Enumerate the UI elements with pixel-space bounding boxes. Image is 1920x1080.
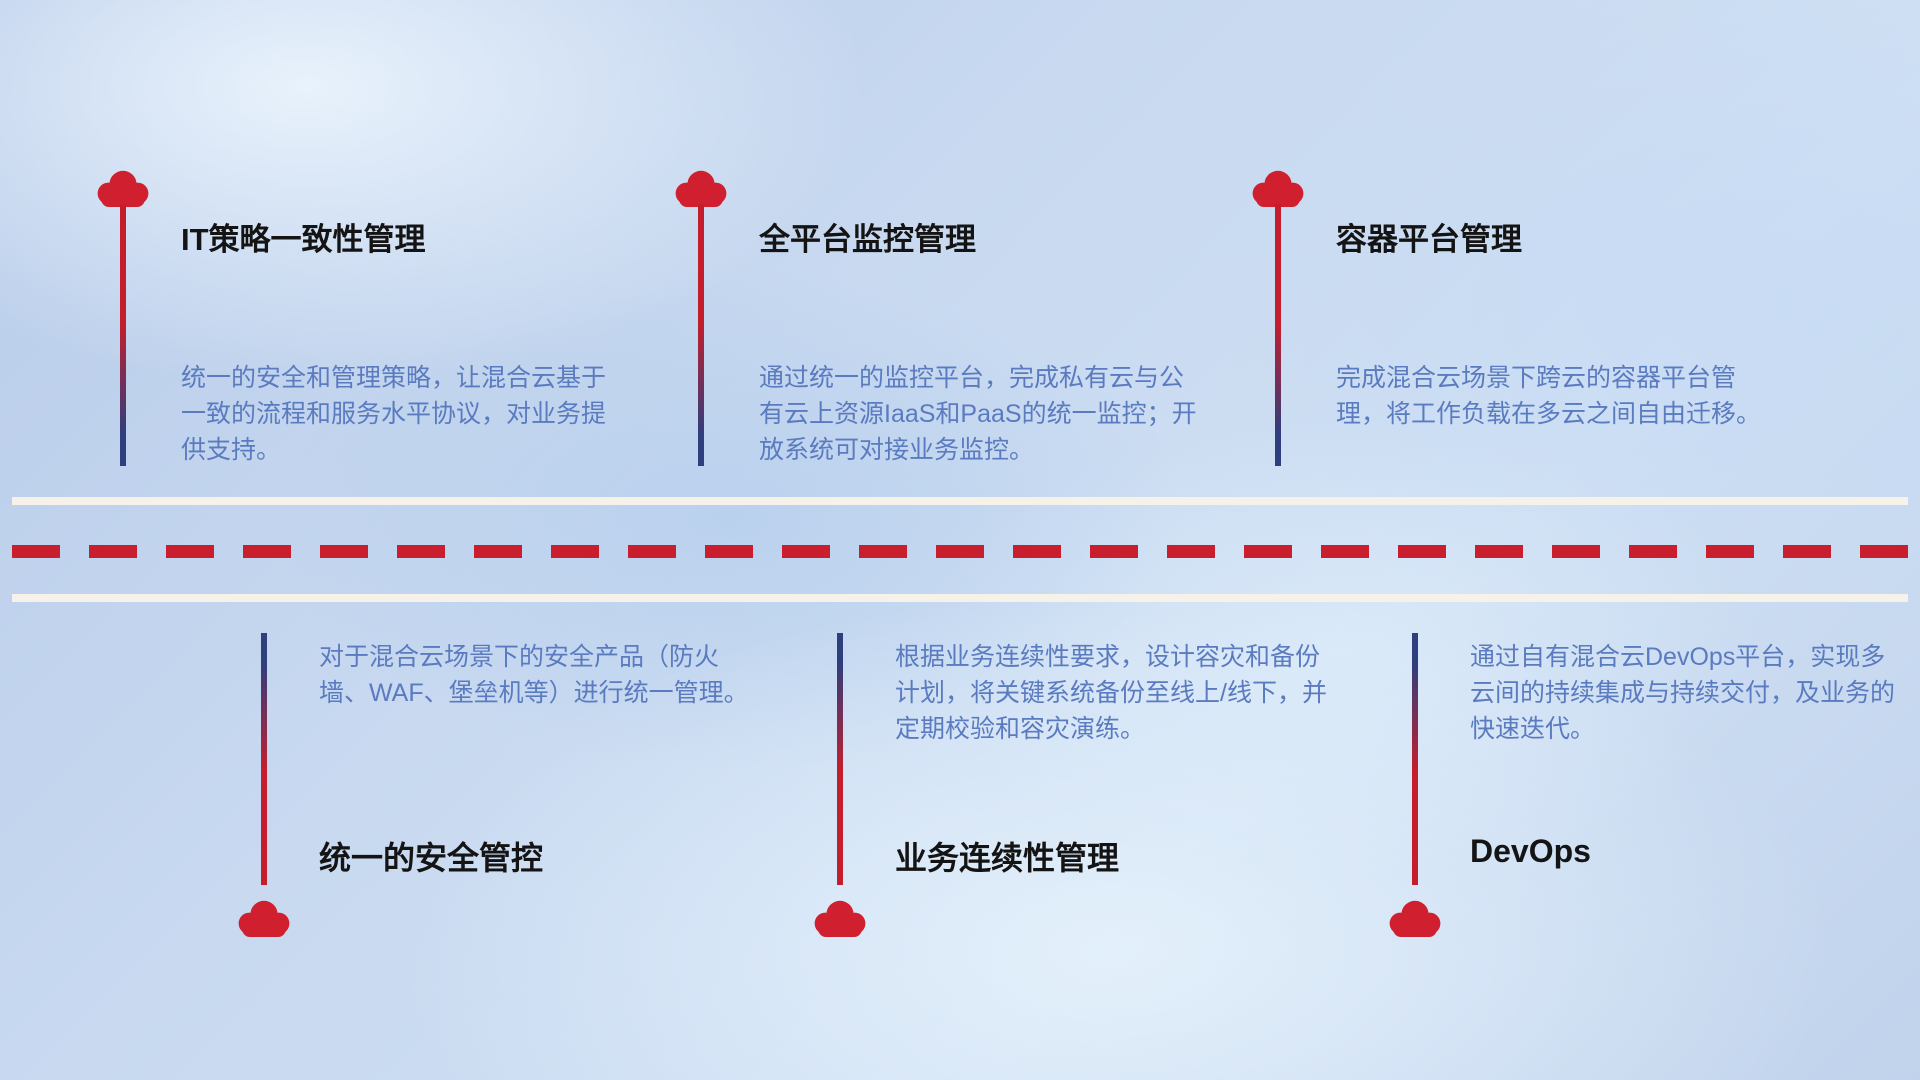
cloud-icon [235, 898, 293, 938]
connector-line [120, 204, 126, 466]
capability-title: 容器平台管理 [1336, 222, 1522, 257]
capability-item-monitoring: 全平台监控管理 通过统一的监控平台，完成私有云与公有云上资源IaaS和PaaS的… [672, 168, 1202, 488]
capability-title: 业务连续性管理 [895, 840, 1120, 876]
capability-item-it-policy: IT策略一致性管理 统一的安全和管理策略，让混合云基于一致的流程和服务水平协议，… [94, 168, 624, 488]
capability-title: DevOps [1470, 833, 1591, 869]
capability-title: 统一的安全管控 [319, 840, 544, 876]
capability-description: 通过统一的监控平台，完成私有云与公有云上资源IaaS和PaaS的统一监控；开放系… [759, 364, 1197, 464]
capability-description: 根据业务连续性要求，设计容灾和备份计划，将关键系统备份至线上/线下，并定期校验和… [895, 643, 1327, 743]
cloud-icon [1249, 168, 1307, 208]
cloud-icon [672, 168, 730, 208]
capability-description: 对于混合云场景下的安全产品（防火墙、WAF、堡垒机等）进行统一管理。 [319, 643, 749, 707]
capability-item-container-platform: 容器平台管理 完成混合云场景下跨云的容器平台管理，将工作负载在多云之间自由迁移。 [1249, 168, 1779, 488]
cloud-icon [1386, 898, 1444, 938]
connector-line [1275, 204, 1281, 466]
connector-line [261, 633, 267, 885]
capability-item-business-continuity: 根据业务连续性要求，设计容灾和备份计划，将关键系统备份至线上/线下，并定期校验和… [811, 633, 1341, 953]
capability-description: 通过自有混合云DevOps平台，实现多云间的持续集成与持续交付，及业务的快速迭代… [1470, 643, 1896, 743]
capability-description: 统一的安全和管理策略，让混合云基于一致的流程和服务水平协议，对业务提供支持。 [181, 364, 607, 464]
connector-line [1412, 633, 1418, 885]
road-top-line [12, 497, 1908, 505]
cloud-icon [811, 898, 869, 938]
capability-item-devops: 通过自有混合云DevOps平台，实现多云间的持续集成与持续交付，及业务的快速迭代… [1386, 633, 1916, 953]
road-bottom-line [12, 594, 1908, 602]
connector-line [837, 633, 843, 885]
capability-title: IT策略一致性管理 [181, 222, 426, 257]
capability-title: 全平台监控管理 [759, 222, 976, 257]
capability-description: 完成混合云场景下跨云的容器平台管理，将工作负载在多云之间自由迁移。 [1336, 364, 1762, 428]
road-dashed-center-line [12, 545, 1908, 558]
cloud-icon [94, 168, 152, 208]
capability-item-security-control: 对于混合云场景下的安全产品（防火墙、WAF、堡垒机等）进行统一管理。 统一的安全… [235, 633, 765, 953]
connector-line [698, 204, 704, 466]
